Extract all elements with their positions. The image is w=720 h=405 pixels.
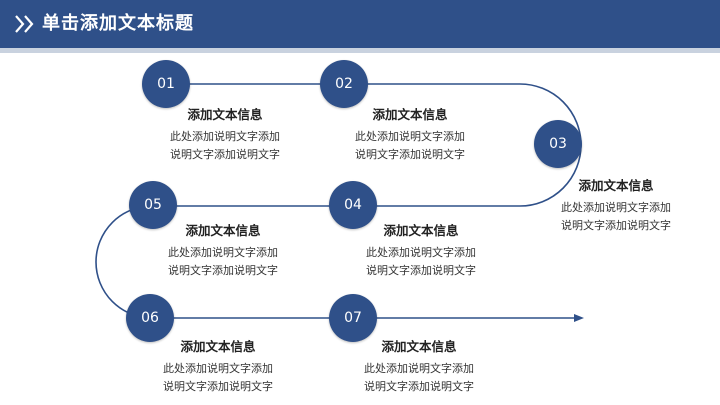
step-desc-line2[interactable]: 说明文字添加说明文字 xyxy=(561,219,671,232)
step-title[interactable]: 添加文本信息 xyxy=(381,339,457,354)
step-desc-line2[interactable]: 说明文字添加说明文字 xyxy=(355,148,465,161)
step-04-text: 添加文本信息 此处添加说明文字添加 说明文字添加说明文字 xyxy=(346,220,496,280)
step-desc-line2[interactable]: 说明文字添加说明文字 xyxy=(170,148,280,161)
step-07-text: 添加文本信息 此处添加说明文字添加 说明文字添加说明文字 xyxy=(344,336,494,396)
step-title[interactable]: 添加文本信息 xyxy=(578,178,654,193)
step-desc-line1[interactable]: 此处添加说明文字添加 xyxy=(170,130,280,143)
step-title[interactable]: 添加文本信息 xyxy=(185,223,261,238)
step-desc-line1[interactable]: 此处添加说明文字添加 xyxy=(168,246,278,259)
step-title[interactable]: 添加文本信息 xyxy=(383,223,459,238)
slide-title[interactable]: 单击添加文本标题 xyxy=(42,13,194,34)
step-desc-line2[interactable]: 说明文字添加说明文字 xyxy=(366,264,476,277)
step-06-badge: 06 xyxy=(126,294,174,342)
step-desc-line2[interactable]: 说明文字添加说明文字 xyxy=(163,380,273,393)
step-02-badge: 02 xyxy=(320,60,368,108)
step-07-badge: 07 xyxy=(329,294,377,342)
step-desc-line2[interactable]: 说明文字添加说明文字 xyxy=(364,380,474,393)
step-title[interactable]: 添加文本信息 xyxy=(187,107,263,122)
step-title[interactable]: 添加文本信息 xyxy=(372,107,448,122)
title-bar: 单击添加文本标题 xyxy=(0,0,720,48)
step-desc-line1[interactable]: 此处添加说明文字添加 xyxy=(364,362,474,375)
step-03-text: 添加文本信息 此处添加说明文字添加 说明文字添加说明文字 xyxy=(541,175,691,235)
header-divider xyxy=(0,48,720,53)
step-06-text: 添加文本信息 此处添加说明文字添加 说明文字添加说明文字 xyxy=(143,336,293,396)
step-desc-line1[interactable]: 此处添加说明文字添加 xyxy=(163,362,273,375)
step-desc-line2[interactable]: 说明文字添加说明文字 xyxy=(168,264,278,277)
double-chevron-right-icon xyxy=(15,15,34,33)
arrow-head xyxy=(574,314,584,322)
step-01-text: 添加文本信息 此处添加说明文字添加 说明文字添加说明文字 xyxy=(150,104,300,164)
step-desc-line1[interactable]: 此处添加说明文字添加 xyxy=(366,246,476,259)
step-04-badge: 04 xyxy=(329,181,377,229)
step-05-badge: 05 xyxy=(129,181,177,229)
step-02-text: 添加文本信息 此处添加说明文字添加 说明文字添加说明文字 xyxy=(335,104,485,164)
step-desc-line1[interactable]: 此处添加说明文字添加 xyxy=(355,130,465,143)
step-desc-line1[interactable]: 此处添加说明文字添加 xyxy=(561,201,671,214)
step-01-badge: 01 xyxy=(142,60,190,108)
step-03-badge: 03 xyxy=(534,120,582,168)
step-05-text: 添加文本信息 此处添加说明文字添加 说明文字添加说明文字 xyxy=(148,220,298,280)
step-title[interactable]: 添加文本信息 xyxy=(180,339,256,354)
